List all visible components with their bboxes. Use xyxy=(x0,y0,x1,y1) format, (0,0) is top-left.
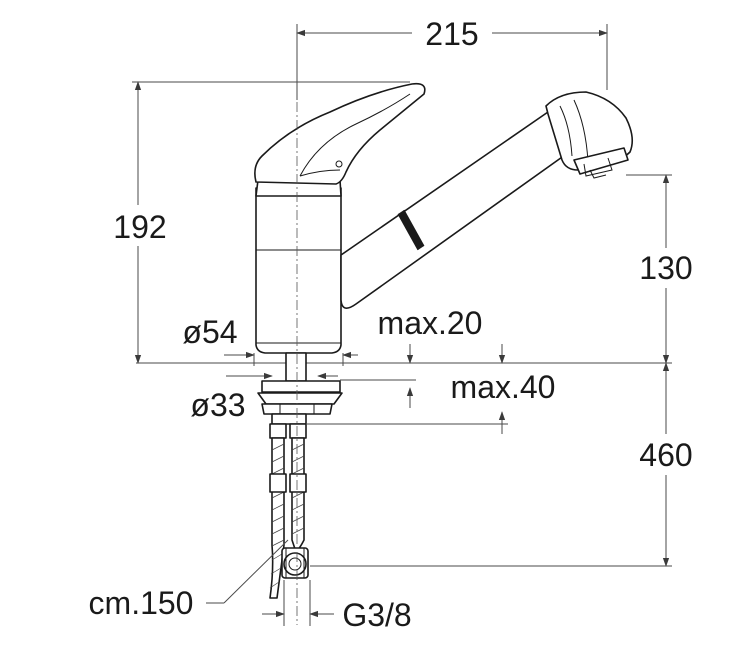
spout xyxy=(340,111,573,309)
horseshoe-plate xyxy=(257,392,343,405)
spray-head xyxy=(545,91,634,179)
dim-215-label: 215 xyxy=(425,16,478,52)
dim-g38-label: G3/8 xyxy=(342,597,411,633)
dim-33-label: ø33 xyxy=(190,387,245,423)
dim-max40-label: max.40 xyxy=(451,369,556,405)
hose-connection-nut xyxy=(281,547,309,579)
dim-460-label: 460 xyxy=(639,437,692,473)
faucet-body xyxy=(255,179,342,354)
dim-192-label: 192 xyxy=(113,209,166,245)
spout-tube xyxy=(340,111,573,309)
mounting-hardware xyxy=(136,352,672,425)
dim-g38: G3/8 xyxy=(262,580,412,633)
dim-max20: max.20 xyxy=(340,305,482,408)
dim-215: 215 xyxy=(296,16,608,100)
dim-460: 460 xyxy=(310,362,693,567)
dim-54: ø54 xyxy=(182,314,358,366)
dim-192: 192 xyxy=(113,81,410,364)
upper-washer xyxy=(261,380,341,393)
supply-hoses xyxy=(269,423,309,599)
dim-130-label: 130 xyxy=(639,250,692,286)
dim-54-label: ø54 xyxy=(182,314,237,350)
dim-33: ø33 xyxy=(190,372,338,423)
threaded-stud xyxy=(285,352,307,382)
dim-150-label: cm.150 xyxy=(89,585,194,621)
dim-max20-label: max.20 xyxy=(378,305,483,341)
dim-150: cm.150 xyxy=(89,539,289,621)
faucet-cylinder xyxy=(255,187,342,354)
dim-max40: max.40 xyxy=(306,344,555,434)
lever-handle xyxy=(254,82,426,185)
dim-130: 130 xyxy=(626,174,693,364)
lever-shape xyxy=(254,82,426,185)
